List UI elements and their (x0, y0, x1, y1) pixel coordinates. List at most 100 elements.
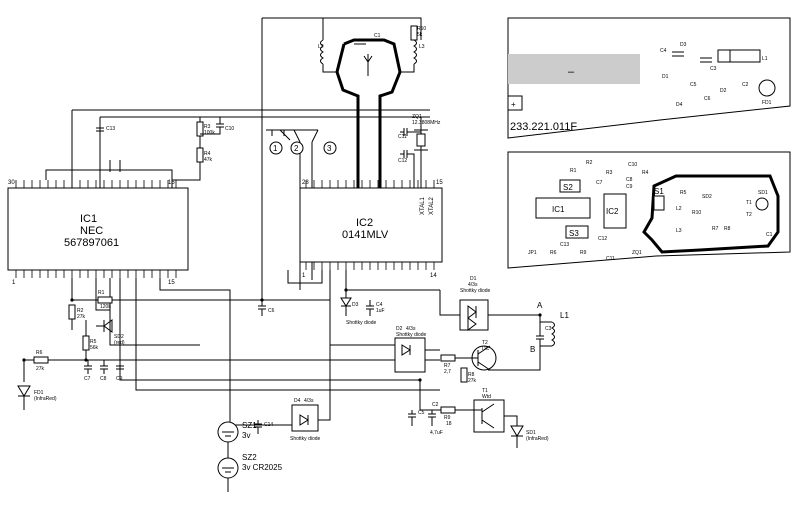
label-r4: R4 (204, 151, 211, 157)
pcb-bottom-r2: R2 (586, 160, 593, 166)
label-c4: C4 (376, 302, 383, 308)
pcb-bottom-t1: T1 (746, 200, 752, 206)
label-c9: C9 (116, 376, 123, 382)
label-c3: C3 (545, 326, 552, 332)
pcb-top-board (507, 17, 791, 139)
label-r3: R3 (204, 124, 211, 130)
label-r2: R2 (77, 308, 84, 314)
pcb-top-c5: C5 (690, 82, 697, 88)
label-r2-value: 27k (77, 314, 86, 320)
ic1-brand: NEC (80, 225, 103, 237)
label-t2: T2 (482, 340, 488, 346)
label-r9: R9 (444, 415, 451, 421)
pcb-top-minus: – (568, 66, 575, 78)
pcb-bottom-l2: L2 (676, 206, 682, 212)
label-r7: R7 (444, 363, 451, 369)
pcb-top-l1: L1 (762, 56, 768, 62)
lower-wiring (17, 270, 555, 492)
label-d3: D3 (352, 302, 359, 308)
label-r7-value: 2,7 (444, 369, 451, 375)
label-c13: C13 (106, 126, 115, 132)
label-l2: L2 (318, 44, 324, 50)
label-a: A (537, 301, 543, 310)
pcb-bottom-c7: C7 (596, 180, 603, 186)
pcb-bottom-c9: C9 (626, 184, 633, 190)
label-c6: C6 (268, 308, 275, 314)
label-t1: T1 (482, 388, 488, 394)
label-c2: C2 (432, 402, 439, 408)
switch-1-marker[interactable] (269, 141, 283, 155)
label-sd2: SD2 (114, 334, 124, 340)
pcb-bottom-r5: R5 (680, 190, 687, 196)
pcb-bottom-zq1: ZQ1 (632, 250, 642, 256)
label-l1: L1 (560, 311, 569, 320)
pcb-bottom-s3: S3 (569, 229, 579, 238)
pcb-top-board-label: 233.221.011F (510, 121, 577, 133)
label-c11: C11 (398, 134, 407, 140)
pcb-bottom-s1: S1 (654, 187, 664, 196)
ic1-pin-30: 30 (8, 180, 15, 186)
label-r10: R10 (417, 26, 426, 32)
pcb-bottom-r6: R6 (550, 250, 557, 256)
pcb-top-plus: + (511, 100, 516, 109)
label-sd1: SD1 (526, 430, 536, 436)
pcb-bottom-c12: C12 (598, 236, 607, 242)
pcb-bottom-r3: R3 (606, 170, 613, 176)
ic1-part: 567897061 (64, 237, 119, 249)
label-c4-value: 1uF (376, 308, 385, 314)
pcb-bottom-ic1: IC1 (552, 205, 565, 214)
pcb-bottom-c1: C1 (766, 232, 773, 238)
label-d3-value: Shottky diode (346, 320, 377, 326)
label-c8: C8 (100, 376, 107, 382)
label-d2: D2 (396, 326, 403, 332)
pcb-bottom-sd2: SD2 (702, 194, 712, 200)
upper-bus (45, 109, 430, 190)
pcb-bottom-c13: C13 (560, 242, 569, 248)
antenna-section (261, 17, 422, 300)
label-b: B (530, 345, 535, 354)
label-sd1-value: (InfraRed) (526, 436, 549, 442)
ic2-xtal2: XTAL2 (429, 196, 435, 215)
switch-3-marker[interactable] (323, 141, 337, 155)
pcb-top-c2: C2 (742, 82, 749, 88)
pcb-bottom-r9: R9 (580, 250, 587, 256)
pcb-top-c3: C3 (710, 66, 717, 72)
pcb-bottom-t2: T2 (746, 212, 752, 218)
ic2-pin-15: 15 (436, 180, 443, 186)
pcb-bottom-c11: C11 (606, 256, 615, 262)
label-r8: R8 (468, 372, 475, 378)
pcb-top-fd1: FD1 (762, 100, 772, 106)
label-c1: C1 (374, 33, 381, 39)
label-r9-value: 18 (446, 421, 452, 427)
label-c12: C12 (398, 158, 407, 164)
label-r5: R5 (90, 339, 97, 345)
label-c5: C5 (418, 410, 425, 416)
label-l3: L3 (419, 44, 425, 50)
label-r6: R6 (36, 350, 43, 356)
pcb-bottom-board (507, 151, 791, 269)
pcb-bottom-jp1: JP1 (528, 250, 537, 256)
label-t2-value: DC (482, 346, 490, 352)
label-r3-value: 100k (204, 130, 215, 136)
label-fd1-value: (InfraRed) (34, 396, 57, 402)
label-fd1: FD1 (34, 390, 44, 396)
label-d2-value: 4/3s (406, 326, 416, 332)
label-r1-value: 120k (100, 304, 111, 310)
ic2-pin-14: 14 (430, 273, 437, 279)
ic2-chip (299, 180, 443, 270)
label-c2-value: 4,7uF (430, 430, 443, 436)
pcb-bottom-r10: R10 (692, 210, 701, 216)
ic2-xtal1: XTAL1 (420, 196, 426, 215)
pcb-bottom-l3: L3 (676, 228, 682, 234)
pcb-bottom-r8: R8 (724, 226, 731, 232)
label-d1: D1 (470, 276, 477, 282)
label-c10: C10 (225, 126, 234, 132)
pcb-top-c4: C4 (660, 48, 667, 54)
label-d2-type: Shottky diode (396, 332, 427, 338)
switch-2-marker[interactable] (290, 141, 304, 155)
label-d4: D4 (294, 398, 301, 404)
ic1-pin-1: 1 (12, 280, 16, 286)
label-r1: R1 (98, 290, 105, 296)
ic1-name: IC1 (80, 213, 97, 225)
